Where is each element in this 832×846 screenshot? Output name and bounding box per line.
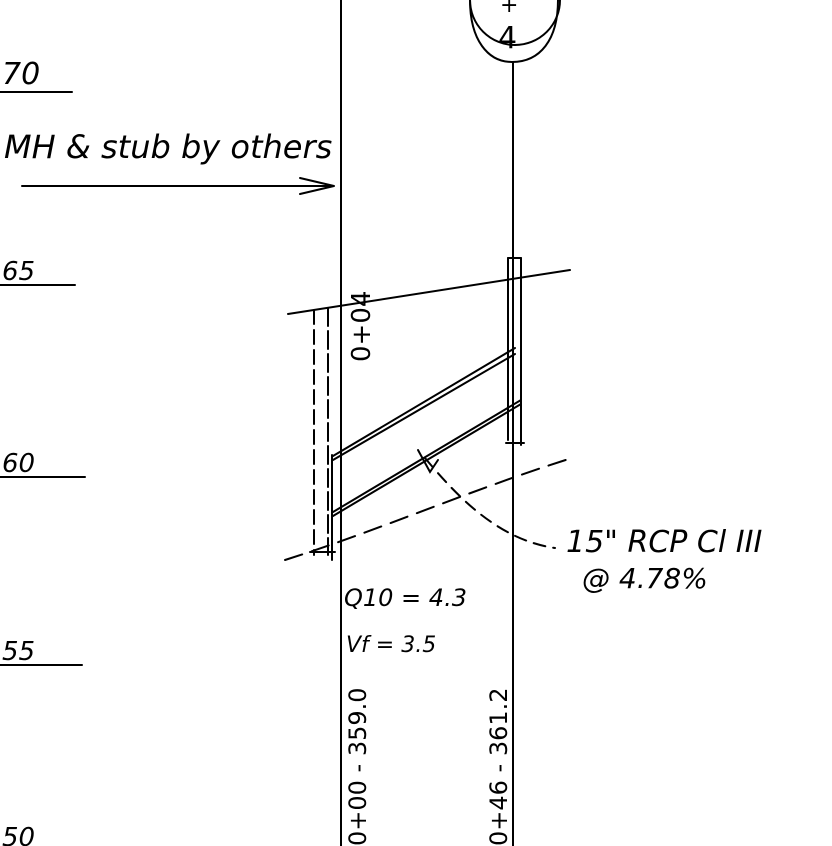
svg-text:55: 55 xyxy=(2,637,35,667)
elevation-label-65: 65 xyxy=(0,257,76,287)
ground-line xyxy=(287,269,571,315)
callout-leader xyxy=(417,449,556,549)
structure-right xyxy=(505,257,525,446)
pipe-size-label: 15" RCP Cl III xyxy=(566,525,762,560)
station-right-label: 0+46 - 361.2 xyxy=(485,687,513,846)
svg-text:65: 65 xyxy=(2,257,35,287)
elevation-label-60: 60 xyxy=(0,449,86,479)
svg-text:50: 50 xyxy=(2,823,35,846)
note-text: MH & stub by others xyxy=(4,128,332,166)
pipe-slope-label: @ 4.78% xyxy=(582,562,708,595)
station-bubble-number: 4 xyxy=(498,21,517,56)
elevation-label-50: 50 xyxy=(2,823,35,846)
svg-text:60: 60 xyxy=(2,449,35,479)
elevation-label-55: 55 xyxy=(0,637,83,667)
elevation-label-70: 70 xyxy=(0,57,73,93)
svg-text:70: 70 xyxy=(2,57,40,92)
station-bubble: + 4 xyxy=(469,0,561,64)
station-left-label: 0+00 - 359.0 xyxy=(344,687,372,846)
flow-velocity: Vf = 3.5 xyxy=(346,633,436,658)
pipe xyxy=(332,347,522,517)
flow-q10: Q10 = 4.3 xyxy=(344,584,467,612)
pipe-station-label: 0+04 xyxy=(347,291,377,362)
existing-ground-dashed xyxy=(284,457,573,561)
note-arrow xyxy=(21,177,335,195)
station-bubble-top: + xyxy=(500,0,518,18)
manhole-walls xyxy=(313,307,333,561)
